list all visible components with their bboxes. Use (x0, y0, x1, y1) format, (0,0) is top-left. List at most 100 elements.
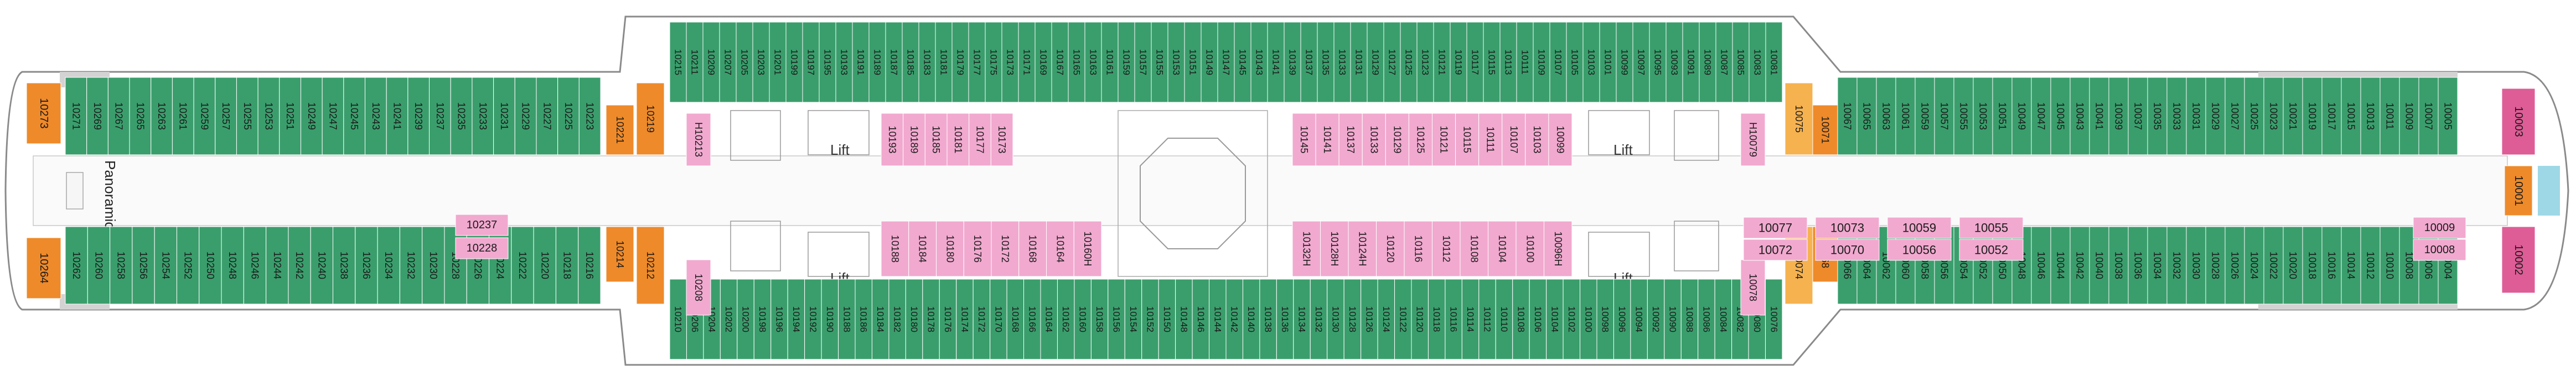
cabin-10087[interactable]: 10087 (1715, 22, 1733, 103)
cabin-10120[interactable]: 10120 (1411, 279, 1429, 360)
cabin-10085[interactable]: 10085 (1732, 22, 1750, 103)
cabin-10016[interactable]: 10016 (2321, 226, 2342, 305)
cabin-10022[interactable]: 10022 (2263, 226, 2284, 305)
cabin-10256[interactable]: 10256 (132, 226, 155, 305)
cabin-10008[interactable]: 10008 (2413, 239, 2466, 261)
cabin-10023[interactable]: 10023 (2263, 77, 2284, 155)
cabin-10262[interactable]: 10262 (65, 226, 88, 305)
cabin-10113[interactable]: 10113 (1499, 22, 1517, 103)
cabin-10057[interactable]: 10057 (1934, 77, 1954, 155)
cabin-10036[interactable]: 10036 (2128, 226, 2148, 305)
cabin-10045[interactable]: 10045 (2050, 77, 2071, 155)
cabin-10233[interactable]: 10233 (472, 77, 494, 155)
cabin-10003[interactable]: 10003 (2501, 88, 2536, 155)
cabin-H10213[interactable]: H10213 (686, 113, 711, 166)
cabin-10178[interactable]: 10178 (922, 279, 940, 360)
cabin-10260[interactable]: 10260 (87, 226, 111, 305)
cabin-10170[interactable]: 10170 (990, 279, 1007, 360)
cabin-10168[interactable]: 10168 (1018, 221, 1047, 277)
cabin-10086[interactable]: 10086 (1698, 279, 1715, 360)
cabin-10225[interactable]: 10225 (557, 77, 580, 155)
cabin-10040[interactable]: 10040 (2089, 226, 2109, 305)
cabin-10179[interactable]: 10179 (951, 22, 969, 103)
cabin-10044[interactable]: 10044 (2050, 226, 2071, 305)
cabin-10142[interactable]: 10142 (1225, 279, 1243, 360)
cabin-10031[interactable]: 10031 (2186, 77, 2206, 155)
cabin-10216[interactable]: 10216 (578, 226, 601, 305)
cabin-10091[interactable]: 10091 (1682, 22, 1700, 103)
cabin-10140[interactable]: 10140 (1242, 279, 1260, 360)
cabin-10046[interactable]: 10046 (2031, 226, 2051, 305)
cabin-10053[interactable]: 10053 (1973, 77, 1993, 155)
cabin-10116[interactable]: 10116 (1404, 221, 1432, 277)
cabin-10010[interactable]: 10010 (2380, 226, 2400, 305)
cabin-10088[interactable]: 10088 (1680, 279, 1699, 360)
cabin-10124[interactable]: 10124 (1377, 279, 1395, 360)
cabin-10063[interactable]: 10063 (1876, 77, 1896, 155)
cabin-10009[interactable]: 10009 (2413, 217, 2466, 239)
cabin-10011[interactable]: 10011 (2380, 77, 2400, 155)
cabin-10019[interactable]: 10019 (2302, 77, 2322, 155)
cabin-10109[interactable]: 10109 (1533, 22, 1550, 103)
cabin-10070[interactable]: 10070 (1815, 239, 1880, 261)
cabin-10211[interactable]: 10211 (686, 22, 704, 103)
cabin-10160[interactable]: 10160 (1074, 279, 1092, 360)
cabin-10121[interactable]: 10121 (1432, 113, 1456, 166)
cabin-10188[interactable]: 10188 (838, 279, 856, 360)
cabin-10230[interactable]: 10230 (422, 226, 445, 305)
cabin-10090[interactable]: 10090 (1664, 279, 1682, 360)
cabin-10103[interactable]: 10103 (1582, 22, 1600, 103)
cabin-10099[interactable]: 10099 (1548, 113, 1573, 166)
cabin-10189[interactable]: 10189 (903, 113, 925, 166)
cabin-10197[interactable]: 10197 (802, 22, 820, 103)
cabin-10255[interactable]: 10255 (236, 77, 258, 155)
cabin-10184[interactable]: 10184 (871, 279, 889, 360)
cabin-10089[interactable]: 10089 (1699, 22, 1716, 103)
cabin-10162[interactable]: 10162 (1057, 279, 1075, 360)
cabin-10026[interactable]: 10026 (2225, 226, 2245, 305)
cabin-10172[interactable]: 10172 (991, 221, 1020, 277)
cabin-10244[interactable]: 10244 (266, 226, 289, 305)
cabin-10253[interactable]: 10253 (257, 77, 280, 155)
cabin-10234[interactable]: 10234 (377, 226, 400, 305)
cabin-10059[interactable]: 10059 (1915, 77, 1935, 155)
cabin-10043[interactable]: 10043 (2070, 77, 2090, 155)
cabin-10123[interactable]: 10123 (1416, 22, 1434, 103)
cabin-10037[interactable]: 10037 (2128, 77, 2148, 155)
cabin-10067[interactable]: 10067 (1837, 77, 1858, 155)
cabin-10112[interactable]: 10112 (1478, 279, 1496, 360)
cabin-10134[interactable]: 10134 (1293, 279, 1311, 360)
cabin-10160H[interactable]: 10160H (1073, 221, 1102, 277)
cabin-10187[interactable]: 10187 (885, 22, 903, 103)
cabin-10210[interactable]: 10210 (669, 279, 687, 360)
cabin-10143[interactable]: 10143 (1250, 22, 1268, 103)
cabin-10051[interactable]: 10051 (1992, 77, 2013, 155)
cabin-10145[interactable]: 10145 (1292, 113, 1316, 166)
cabin-10059[interactable]: 10059 (1887, 217, 1952, 239)
cabin-10114[interactable]: 10114 (1461, 279, 1480, 360)
cabin-10250[interactable]: 10250 (199, 226, 222, 305)
cabin-10009[interactable]: 10009 (2399, 77, 2419, 155)
cabin-10188[interactable]: 10188 (881, 221, 909, 277)
cabin-10164[interactable]: 10164 (1046, 221, 1074, 277)
cabin-10126[interactable]: 10126 (1361, 279, 1378, 360)
cabin-10138[interactable]: 10138 (1259, 279, 1277, 360)
cabin-10111[interactable]: 10111 (1516, 22, 1534, 103)
cabin-10132H[interactable]: 10132H (1292, 221, 1321, 277)
cabin-10208[interactable]: 10208 (686, 259, 711, 316)
cabin-10156[interactable]: 10156 (1108, 279, 1125, 360)
cabin-10002[interactable]: 10002 (2501, 226, 2536, 294)
cabin-10193[interactable]: 10193 (835, 22, 853, 103)
cabin-10097[interactable]: 10097 (1632, 22, 1650, 103)
cabin-10001[interactable]: 10001 (2504, 165, 2533, 216)
cabin-10013[interactable]: 10013 (2360, 77, 2381, 155)
cabin-10148[interactable]: 10148 (1175, 279, 1193, 360)
cabin-10189[interactable]: 10189 (868, 22, 886, 103)
cabin-10154[interactable]: 10154 (1124, 279, 1142, 360)
cabin-10180[interactable]: 10180 (936, 221, 964, 277)
cabin-10195[interactable]: 10195 (819, 22, 836, 103)
cabin-10183[interactable]: 10183 (918, 22, 936, 103)
cabin-10185[interactable]: 10185 (924, 113, 948, 166)
cabin-10249[interactable]: 10249 (300, 77, 323, 155)
cabin-10223[interactable]: 10223 (578, 77, 601, 155)
